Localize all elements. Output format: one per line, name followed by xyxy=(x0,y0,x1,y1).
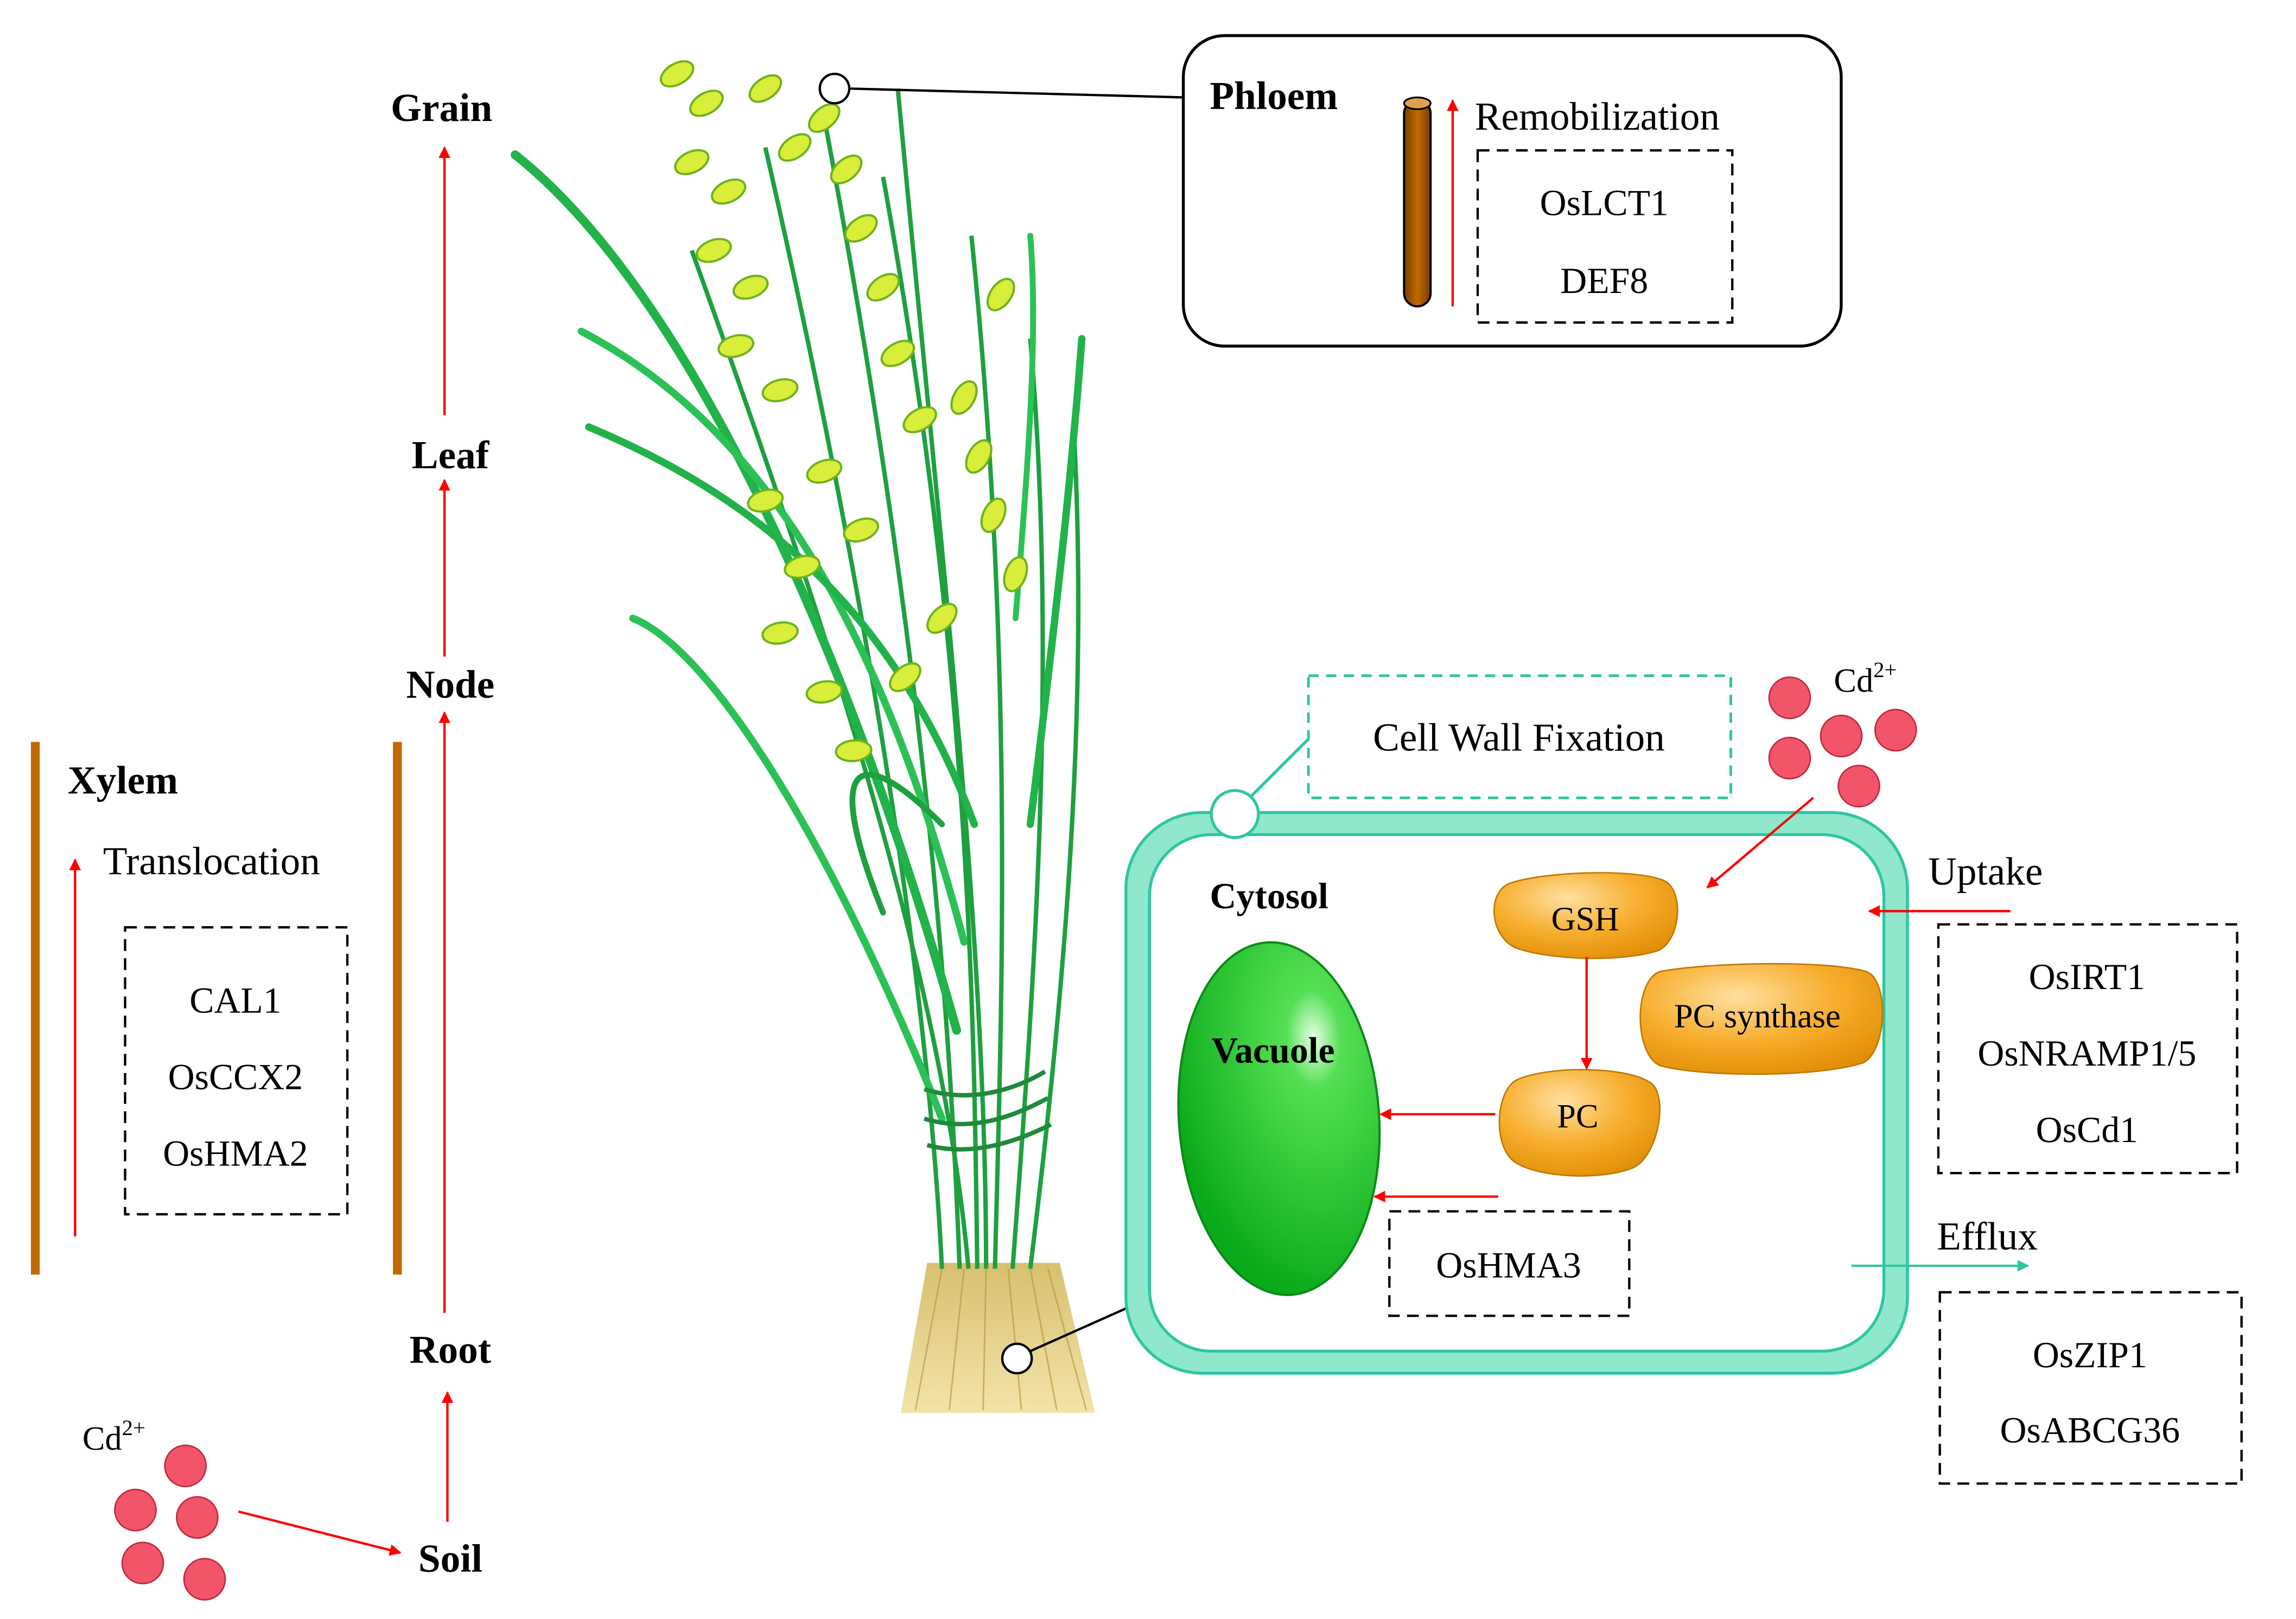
efflux-panel: Efflux OsZIP1 OsABCG36 xyxy=(1851,1214,2243,1485)
uptake-gene-box xyxy=(1937,923,2238,1175)
phloem-tube-top xyxy=(1403,96,1432,110)
phloem-title: Phloem xyxy=(1210,74,1338,118)
cd-ion xyxy=(1768,736,1811,780)
stage-soil: Soil xyxy=(418,1537,482,1580)
straw-tie xyxy=(924,1069,1052,1152)
arrow-cd-to-soil xyxy=(238,1510,402,1556)
pc-label: PC xyxy=(1557,1098,1598,1135)
xylem-title: Xylem xyxy=(68,758,178,802)
gsh-label: GSH xyxy=(1551,901,1619,938)
uptake-gene: OsIRT1 xyxy=(2029,957,2145,997)
root-callout-line xyxy=(1029,1307,1127,1353)
vacuole-label: Vacuole xyxy=(1211,1030,1334,1071)
efflux-gene-box xyxy=(1938,1291,2243,1485)
cd-ion xyxy=(183,1558,226,1601)
cell-cd-label: Cd2+ xyxy=(1834,658,1897,699)
cell-wall-fixation-box xyxy=(1307,674,1732,799)
xylem-panel: Xylem Translocation CAL1 OsCCX2 OsHMA2 xyxy=(30,742,402,1275)
cd-ion xyxy=(114,1488,157,1532)
stage-node: Node xyxy=(406,662,495,706)
xylem-gene: OsCCX2 xyxy=(168,1057,303,1098)
hma3-label: OsHMA3 xyxy=(1436,1245,1581,1286)
stage-grain: Grain xyxy=(391,86,492,130)
cd-ion xyxy=(1874,709,1917,752)
cd-ion xyxy=(121,1541,164,1585)
xylem-gene: OsHMA2 xyxy=(163,1133,308,1174)
remobilization-label: Remobilization xyxy=(1475,94,1720,138)
xylem-gene: CAL1 xyxy=(189,980,281,1021)
uptake-gene: OsCd1 xyxy=(2036,1110,2138,1150)
stage-leaf: Leaf xyxy=(412,433,490,477)
stage-root: Root xyxy=(410,1328,492,1372)
roots xyxy=(900,1263,1095,1413)
cd-ion xyxy=(1768,676,1811,719)
uptake-gene: OsNRAMP1/5 xyxy=(1977,1033,2196,1074)
phloem-gene-box xyxy=(1476,149,1734,324)
phloem-callout-line xyxy=(849,87,1184,99)
cd-ion xyxy=(164,1444,207,1488)
vacuole xyxy=(1177,941,1381,1296)
rice-plant-illustration xyxy=(511,60,1095,1413)
cytosol-label: Cytosol xyxy=(1210,876,1328,916)
efflux-gene: OsABCG36 xyxy=(2000,1410,2180,1450)
rice-panicles xyxy=(659,60,1028,762)
uptake-panel: Uptake OsIRT1 OsNRAMP1/5 OsCd1 xyxy=(1868,850,2238,1175)
cd-ion xyxy=(176,1496,219,1539)
phloem-box xyxy=(1181,34,1843,348)
pc-blob xyxy=(1498,1069,1661,1177)
arrow-cd-to-gsh xyxy=(1706,796,1814,889)
phloem-gene: OsLCT1 xyxy=(1540,182,1669,223)
hma3-box xyxy=(1388,1210,1631,1317)
phloem-gene: DEF8 xyxy=(1560,260,1648,301)
phloem-tube xyxy=(1403,99,1432,308)
cell-wall-link xyxy=(1250,738,1310,798)
cd-ion xyxy=(1837,764,1880,808)
phloem-callout-marker xyxy=(818,72,851,105)
phloem-callout: Phloem Remobilization OsLCT1 DEF8 xyxy=(818,34,1843,348)
gsh-blob xyxy=(1493,872,1678,959)
cell-wall-marker xyxy=(1210,789,1260,839)
pathway-stages: Grain Leaf Node Root Soil xyxy=(238,86,494,1580)
soil-cd-ions: Cd2+ xyxy=(82,1416,226,1601)
xylem-gene-box xyxy=(124,926,349,1216)
soil-cd-label: Cd2+ xyxy=(82,1416,145,1457)
pc-synthase-label: PC synthase xyxy=(1674,998,1841,1035)
root-cell-callout: Cell Wall Fixation Cytosol Vacuole GSH P… xyxy=(1001,658,1917,1375)
cd-ion xyxy=(1820,715,1863,757)
xylem-bar-left xyxy=(30,742,40,1275)
uptake-label: Uptake xyxy=(1928,850,2043,894)
pc-synthase-blob xyxy=(1639,963,1884,1075)
efflux-gene: OsZIP1 xyxy=(2033,1335,2147,1375)
efflux-label: Efflux xyxy=(1937,1214,2038,1258)
xylem-bar-right xyxy=(393,742,402,1275)
root-callout-marker xyxy=(1001,1342,1033,1375)
cell-wall-fixation-label: Cell Wall Fixation xyxy=(1373,716,1665,760)
translocation-label: Translocation xyxy=(103,839,320,883)
